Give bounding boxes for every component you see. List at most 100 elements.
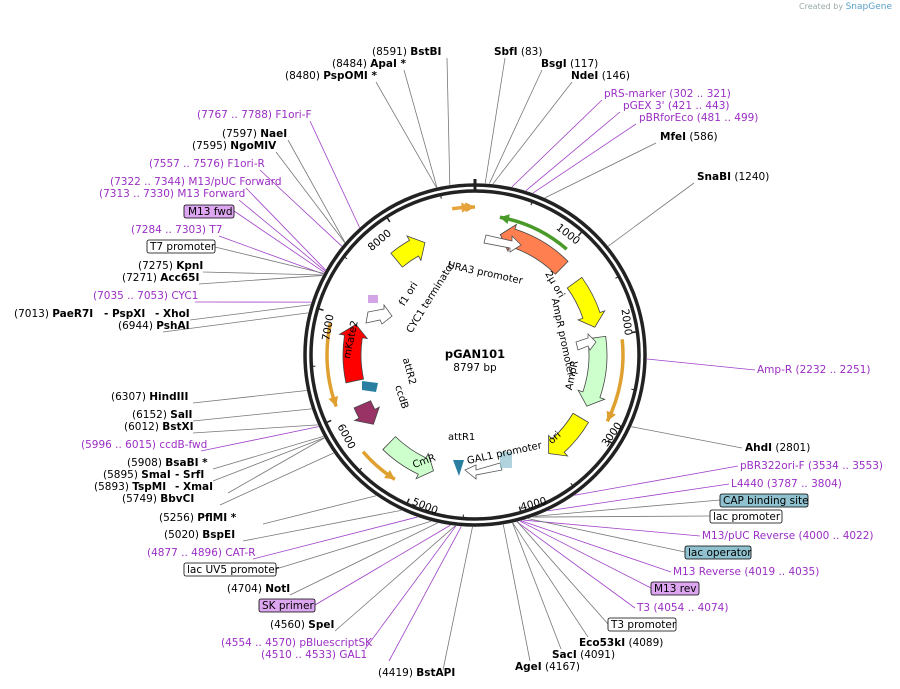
- left-labels: (7767 .. 7788) F1ori-F (7597) NaeI (7595…: [14, 109, 455, 679]
- svg-text:M13 fwd: M13 fwd: [188, 206, 233, 218]
- feature-label-attr1: attR1: [448, 432, 475, 443]
- leader-line: [289, 522, 438, 596]
- enzyme-xmai: - XmaI: [175, 481, 213, 493]
- enzyme-saci: SacI (4091): [552, 649, 615, 661]
- orf-arrowhead: [384, 469, 395, 480]
- leader-line: [212, 437, 325, 482]
- feature-box-cap-binding-site: CAP binding site: [719, 493, 809, 508]
- enzyme-ahdi: AhdI (2801): [745, 442, 810, 454]
- enzyme-agei: AgeI (4167): [515, 661, 580, 673]
- leader-line: [517, 521, 609, 625]
- leader-line: [238, 199, 326, 272]
- leader-line: [442, 526, 473, 671]
- leader-line: [525, 111, 621, 192]
- feature-arrow-cmr: [382, 436, 435, 480]
- feature-label-ura3: URA3: [440, 249, 468, 264]
- scale-tick: [518, 506, 522, 513]
- primer-pbrforeco: pBRforEco (481 .. 499): [639, 112, 758, 124]
- scale-tick-minor: [530, 201, 533, 206]
- scale-tick-minor: [343, 256, 348, 260]
- feature-label-ura3-promoter: URA3 promoter: [446, 260, 524, 287]
- primer-pgex3: pGEX 3' (421 .. 443): [623, 100, 730, 112]
- leader-line: [275, 151, 346, 243]
- feature-box-lac-promoter: lac promoter: [709, 509, 783, 524]
- primer-pbluescriptsk: (4554 .. 4570) pBluescriptSK: [221, 637, 373, 649]
- svg-text:lac promoter: lac promoter: [713, 511, 781, 523]
- enzyme-pspxi: - PspXI: [104, 308, 145, 320]
- tick-label-2000: 2000: [619, 308, 635, 336]
- ura3-promoter-arrow: [483, 234, 522, 253]
- orf-arrowhead: [606, 410, 616, 422]
- primer-m13puc-reverse: M13/pUC Reverse (4000 .. 4022): [702, 530, 874, 542]
- enzyme-sbfi: SbfI (83): [494, 46, 542, 58]
- label-leader-lines: [162, 57, 756, 671]
- primer-amp-r: Amp-R (2232 .. 2251): [757, 364, 871, 376]
- feature-arrow-ori: [548, 412, 590, 457]
- primer-t7: (7284 .. 7303) T7: [131, 224, 222, 236]
- leader-line: [484, 57, 506, 184]
- top-labels: (8591) BstBI (8484) ApaI * (8480) PspOMI…: [285, 46, 769, 183]
- tick-label-7000: 7000: [320, 313, 336, 341]
- urA3-promoter-arc: [478, 230, 499, 234]
- leader-line: [646, 358, 756, 371]
- leader-line: [192, 424, 318, 434]
- enzyme-pspomi: (8480) PspOMI *: [285, 70, 377, 82]
- leader-line: [314, 524, 451, 606]
- leader-line: [202, 271, 323, 276]
- leader-line: [227, 437, 325, 494]
- leader-line: [492, 81, 573, 185]
- leader-line: [388, 526, 462, 662]
- enzyme-bstxi: (6012) BstXI: [124, 421, 194, 433]
- leader-line: [275, 520, 432, 570]
- leader-line: [488, 69, 543, 184]
- enzyme-bstbi: (8591) BstBI: [372, 46, 441, 58]
- enzyme-apai: (8484) ApaI *: [332, 58, 407, 70]
- scale-tick: [325, 419, 332, 424]
- svg-text:T3 promoter: T3 promoter: [610, 619, 677, 631]
- leader-line: [516, 521, 636, 609]
- credit-prefix: Created by: [799, 2, 844, 11]
- small-features: [362, 230, 597, 480]
- leader-line: [631, 426, 743, 449]
- leader-line: [544, 142, 657, 199]
- feature-arrow-2-ori: [566, 276, 606, 328]
- leader-line: [189, 304, 311, 321]
- leader-line: [446, 57, 451, 185]
- enzyme-ngomiv: (7595) NgoMIV: [192, 140, 277, 152]
- leader-line: [200, 426, 319, 452]
- scale-tick: [631, 330, 638, 334]
- orf-arrowhead: [499, 214, 510, 224]
- leader-line: [527, 518, 686, 553]
- lac-features-cluster: [500, 452, 512, 468]
- leader-line: [214, 246, 324, 274]
- feature-label-f1-ori: f1 ori: [397, 280, 420, 308]
- enzyme-bsabi: (5908) BsaBI *: [127, 457, 208, 469]
- cyc1-terminator-arrow: [365, 303, 393, 325]
- leader-line: [502, 524, 531, 662]
- feature-box-t3-promoter: T3 promoter: [607, 617, 677, 632]
- leader-line: [242, 509, 402, 542]
- enzyme-snabi: SnaBI (1240): [697, 171, 769, 183]
- scale-tick: [385, 216, 391, 223]
- feature-box-t7-promoter: T7 promoter: [146, 239, 216, 254]
- leader-line: [534, 499, 721, 517]
- ampr-promoter-arrow: [575, 333, 597, 351]
- enzyme-pshai: (6944) PshAI: [118, 320, 190, 332]
- attR1-marker: [453, 460, 464, 476]
- leader-line: [607, 182, 695, 247]
- scale-tick-minor: [358, 467, 363, 472]
- scale-ticks: [311, 179, 638, 519]
- plasmid-name: pGAN101: [445, 347, 505, 361]
- primer-prs-marker: pRS-marker (302 .. 321): [604, 88, 731, 100]
- primer-m13-reverse: M13 Reverse (4019 .. 4035): [673, 566, 819, 578]
- enzyme-acc65i: (7271) Acc65I: [122, 272, 199, 284]
- enzyme-bspei: (5020) BspEI: [164, 529, 235, 541]
- leader-line: [245, 187, 326, 271]
- right-labels: Amp-R (2232 .. 2251) AhdI (2801) pBR322o…: [515, 364, 883, 673]
- leader-line: [375, 81, 437, 188]
- orf-arcs: [325, 202, 625, 481]
- enzyme-smai: (5895) SmaI: [103, 469, 171, 481]
- feature-arrows: [338, 223, 608, 480]
- enzyme-bstapi: (4419) BstAPI: [378, 667, 455, 679]
- leader-line: [162, 312, 309, 333]
